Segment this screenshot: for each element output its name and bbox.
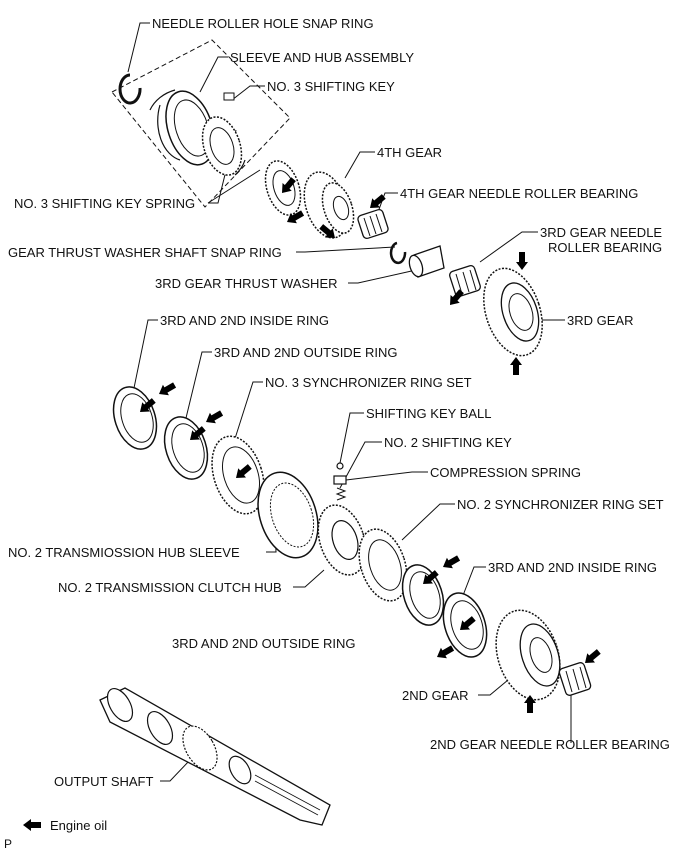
label-no2-clutch-hub: NO. 2 TRANSMISSION CLUTCH HUB [58, 580, 282, 595]
corner-mark: P [4, 837, 13, 851]
label-compression-spring: COMPRESSION SPRING [430, 465, 581, 480]
label-third-gear-needle-roller-bearing-line2: ROLLER BEARING [548, 240, 663, 255]
sleeve-hub-dashed-box [111, 39, 291, 208]
label-fourth-gear-needle-roller-bearing: 4TH GEAR NEEDLE ROLLER BEARING [400, 186, 639, 201]
legend-engine-oil-text: Engine oil [50, 818, 108, 833]
legend-arrow-icon [23, 819, 41, 831]
label-no2-synchronizer-ring-set: NO. 2 SYNCHRONIZER RING SET [457, 497, 664, 512]
label-third-gear: 3RD GEAR [567, 313, 634, 328]
label-no3-shifting-key: NO. 3 SHIFTING KEY [267, 79, 395, 94]
third-gear-shape [483, 267, 543, 357]
label-no3-synchronizer-ring-set: NO. 3 SYNCHRONIZER RING SET [265, 375, 472, 390]
sleeve-and-hub-assembly-shape [149, 89, 246, 176]
oil-arrow-icon [510, 357, 522, 375]
label-no3-shifting-key-spring: NO. 3 SHIFTING KEY SPRING [14, 196, 196, 211]
needle-roller-hole-snap-ring-shape [118, 73, 142, 105]
second-gear-needle-bearing-shape [558, 662, 592, 696]
label-fourth-gear: 4TH GEAR [377, 145, 443, 160]
label-shifting-key-ball: SHIFTING KEY BALL [366, 406, 492, 421]
label-third-gear-needle-roller-bearing-line1: 3RD GEAR NEEDLE [540, 225, 663, 240]
thrust-washer-snap-ring-shape [389, 241, 407, 265]
no2-hub-sleeve-shape [257, 471, 319, 559]
label-no2-hub-sleeve: NO. 2 TRANSMIOSSION HUB SLEEVE [8, 545, 240, 560]
oil-arrow-icon [434, 642, 456, 663]
label-third-second-outside-ring-top: 3RD AND 2ND OUTSIDE RING [214, 345, 398, 360]
inside-ring-top-shape [112, 386, 158, 450]
label-third-gear-thrust-washer: 3RD GEAR THRUST WASHER [155, 276, 338, 291]
fourth-gear-needle-bearing-shape [357, 208, 389, 240]
label-second-gear-needle-roller-bearing: 2ND GEAR NEEDLE ROLLER BEARING [430, 737, 670, 752]
label-second-gear: 2ND GEAR [402, 688, 469, 703]
label-no2-shifting-key: NO. 2 SHIFTING KEY [384, 435, 512, 450]
oil-arrow-icon [203, 407, 225, 428]
outside-ring-top-shape [163, 416, 209, 480]
third-gear-needle-bearing-shape [449, 265, 481, 297]
label-third-second-inside-ring-top: 3RD AND 2ND INSIDE RING [160, 313, 330, 328]
label-output-shaft: OUTPUT SHAFT [54, 774, 154, 789]
label-third-second-outside-ring-bottom: 3RD AND 2ND OUTSIDE RING [172, 636, 356, 651]
label-sleeve-and-hub-assembly: SLEEVE AND HUB ASSEMBLY [230, 50, 414, 65]
label-gear-thrust-washer-shaft-snap-ring: GEAR THRUST WASHER SHAFT SNAP RING [8, 245, 282, 260]
shifting-key-ball-shape [333, 462, 347, 501]
second-gear-shape [495, 609, 561, 701]
label-third-second-inside-ring-bottom: 3RD AND 2ND INSIDE RING [488, 560, 658, 575]
fourth-gear-shape [264, 160, 355, 239]
no2-clutch-hub-shape [317, 504, 367, 576]
oil-arrow-icon [440, 552, 462, 573]
label-needle-roller-hole-snap-ring: NEEDLE ROLLER HOLE SNAP RING [152, 16, 374, 31]
third-gear-thrust-washer-shape [408, 245, 445, 278]
leader-lines [127, 22, 572, 782]
oil-arrow-icon [516, 252, 528, 270]
oil-arrow-icon [156, 379, 178, 400]
output-shaft-shape [99, 687, 331, 826]
no2-synchronizer-ring-shape [358, 528, 408, 602]
